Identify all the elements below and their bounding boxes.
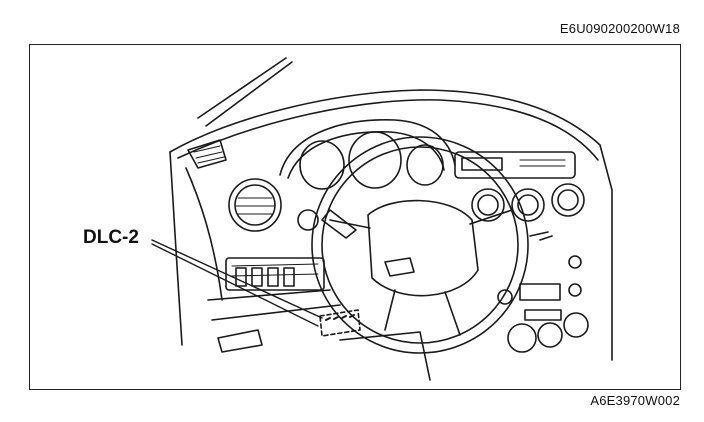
defroster-vent xyxy=(187,139,227,169)
gauge-center xyxy=(348,131,402,189)
steering-wheel-rim xyxy=(311,136,529,354)
center-vent-1 xyxy=(471,188,505,222)
figure-code-bottom: A6E3970W002 xyxy=(590,393,680,408)
windshield-line-inner xyxy=(205,61,293,127)
steering-column xyxy=(321,209,357,239)
figure-code-top: E6U090200200W18 xyxy=(559,21,680,36)
dashboard-top xyxy=(169,89,613,361)
left-air-vent xyxy=(228,178,282,232)
windshield-line xyxy=(197,57,287,119)
callout-label-dlc2: DLC-2 xyxy=(83,227,139,248)
climate-knob-center xyxy=(537,322,563,348)
gauge-left xyxy=(299,140,345,190)
dashboard-upper-edge xyxy=(177,99,599,161)
center-display xyxy=(454,151,576,179)
lower-dash-line xyxy=(207,289,331,301)
climate-knob-right xyxy=(563,312,589,338)
gauge-right xyxy=(406,144,444,186)
callout-leader xyxy=(151,239,323,319)
steering-wheel-hub xyxy=(367,199,479,297)
climate-knob-left xyxy=(507,323,537,353)
dlc2-connector xyxy=(319,309,361,337)
climate-display xyxy=(519,283,561,301)
dashboard-left-edge xyxy=(169,151,183,346)
center-vent-2 xyxy=(511,188,545,222)
center-vent-3 xyxy=(551,183,585,217)
cluster-hood xyxy=(279,119,456,176)
hood-release xyxy=(217,329,263,353)
diagram-frame xyxy=(29,44,681,390)
